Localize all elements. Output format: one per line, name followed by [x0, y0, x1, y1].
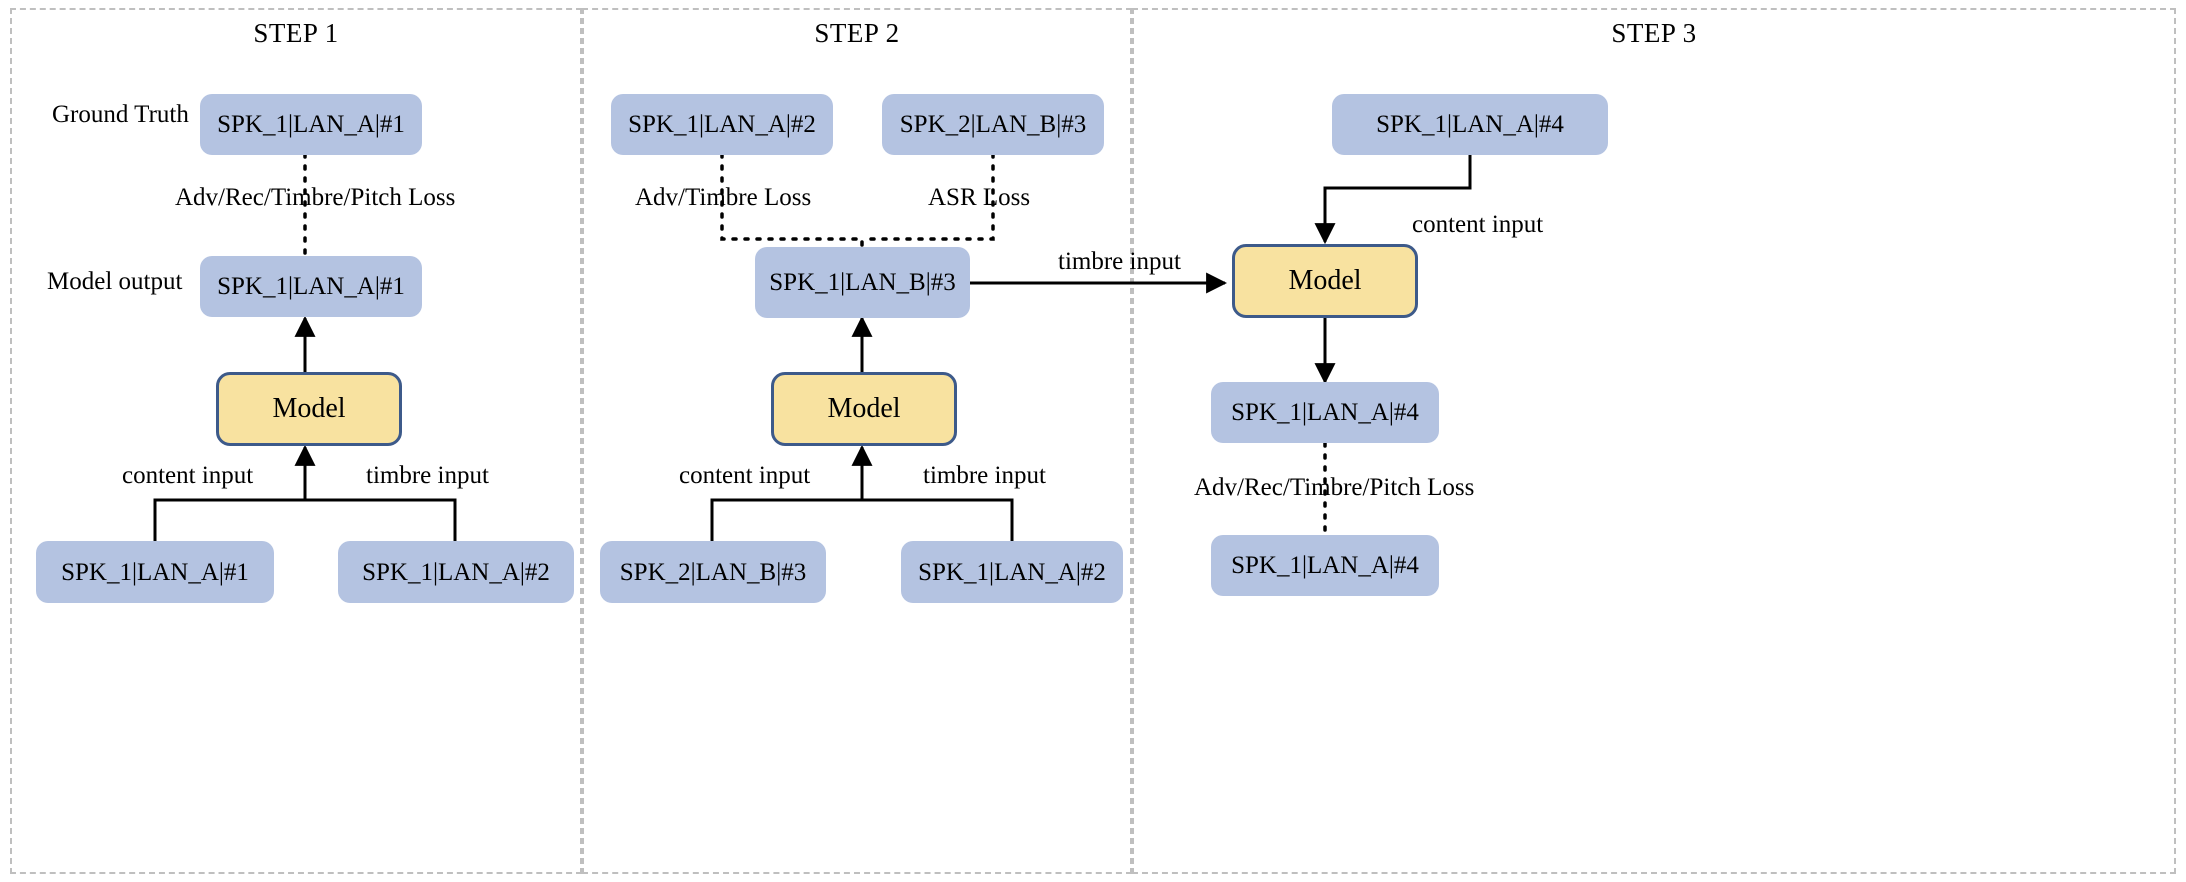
step-2-panel: [582, 8, 1132, 874]
step-1-loss-label: Adv/Rec/Timbre/Pitch Loss: [175, 184, 456, 211]
step-2-content-input-node[interactable]: SPK_2|LAN_B|#3: [600, 541, 826, 603]
step-2-timbre-input-node[interactable]: SPK_1|LAN_A|#2: [901, 541, 1123, 603]
step-1-output-node[interactable]: SPK_1|LAN_A|#1: [200, 256, 422, 317]
step-1-content-input-node[interactable]: SPK_1|LAN_A|#1: [36, 541, 274, 603]
step-3-title: STEP 3: [1611, 18, 1697, 48]
step-3-model-node[interactable]: Model: [1232, 244, 1418, 318]
step-2-advtimbre-loss-label: Adv/Timbre Loss: [635, 184, 812, 211]
step-3-content-input-label: content input: [1412, 211, 1544, 238]
step-1-title: STEP 1: [253, 18, 339, 48]
step-2-ground-truth-right-node[interactable]: SPK_2|LAN_B|#3: [882, 94, 1104, 155]
step-2-model-node[interactable]: Model: [771, 372, 957, 446]
step-3-output-node[interactable]: SPK_1|LAN_A|#4: [1211, 382, 1439, 443]
step-1-timbre-input-label: timbre input: [366, 462, 489, 489]
step-2-asr-loss-label: ASR Loss: [928, 184, 1031, 211]
step-3-loss-label: Adv/Rec/Timbre/Pitch Loss: [1194, 474, 1475, 501]
step-2-title: STEP 2: [814, 18, 900, 48]
step-1-ground-truth-node[interactable]: SPK_1|LAN_A|#1: [200, 94, 422, 155]
step-3-panel: [1132, 8, 2176, 874]
step-1-panel: [10, 8, 582, 874]
step-1-ground-truth-row-label: Ground Truth: [52, 101, 189, 128]
step-1-timbre-input-node[interactable]: SPK_1|LAN_A|#2: [338, 541, 574, 603]
step-2-output-node[interactable]: SPK_1|LAN_B|#3: [755, 247, 970, 318]
step-2-cross-step-timbre-label: timbre input: [1058, 248, 1181, 275]
step-3-ground-truth-node[interactable]: SPK_1|LAN_A|#4: [1211, 535, 1439, 596]
step-2-content-input-label: content input: [679, 462, 811, 489]
step-1-model-node[interactable]: Model: [216, 372, 402, 446]
step-2-ground-truth-left-node[interactable]: SPK_1|LAN_A|#2: [611, 94, 833, 155]
step-2-timbre-input-label: timbre input: [923, 462, 1046, 489]
step-1-model-output-row-label: Model output: [47, 268, 183, 295]
step-3-content-source-node[interactable]: SPK_1|LAN_A|#4: [1332, 94, 1608, 155]
step-1-content-input-label: content input: [122, 462, 254, 489]
